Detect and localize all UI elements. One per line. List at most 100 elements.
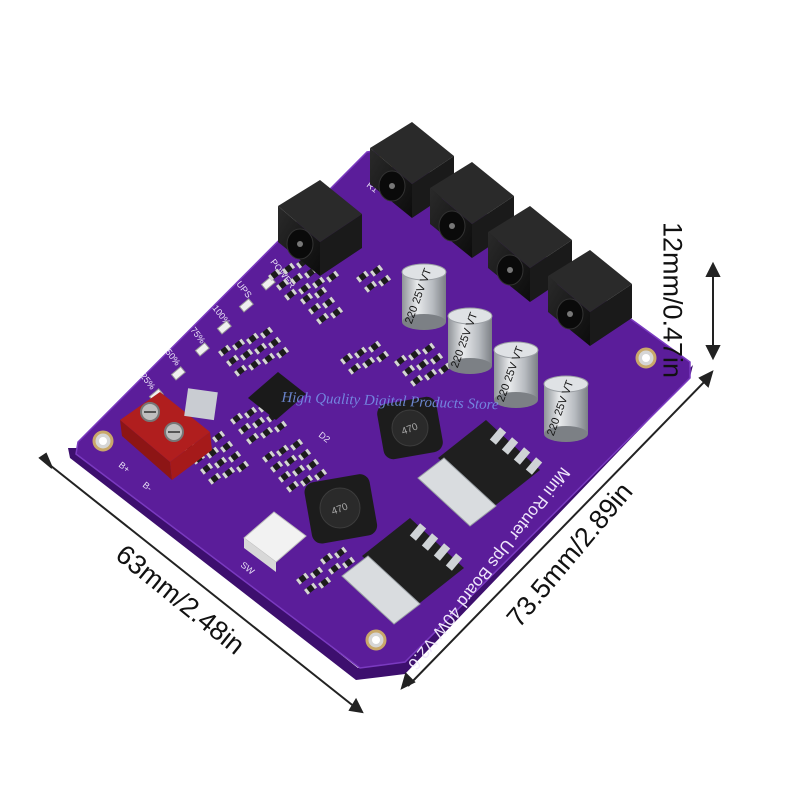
smd-part — [276, 444, 290, 457]
smd-part — [327, 562, 342, 575]
smd-part — [268, 268, 282, 281]
smd-part — [284, 288, 298, 301]
smd-part — [251, 416, 266, 429]
smd-part — [254, 342, 268, 355]
smd-part — [291, 464, 306, 477]
smd-part — [260, 326, 274, 339]
smd-part — [285, 480, 300, 493]
capacitor-1: 220 25V VT — [401, 263, 447, 330]
smd-part — [260, 426, 274, 439]
smd-part — [276, 346, 290, 359]
smd-part — [270, 460, 284, 473]
smd-part — [299, 292, 314, 305]
smd-part — [235, 460, 250, 473]
dc-jack-1 — [278, 180, 362, 276]
smd-part — [246, 432, 260, 445]
smd-part — [407, 348, 422, 361]
smd-part — [226, 354, 240, 367]
smd-part — [423, 368, 438, 381]
capacitor-4: 220 25V VT — [543, 375, 589, 442]
smd-part — [244, 406, 258, 419]
smd-part — [340, 352, 354, 365]
smd-part — [267, 336, 282, 349]
smd-part — [299, 474, 314, 487]
smd-part — [290, 272, 304, 285]
smd-part — [402, 364, 416, 377]
height-dimension-label: 12mm/0.47in — [657, 221, 688, 379]
smd-part — [368, 340, 382, 353]
smd-part — [229, 412, 244, 425]
led-4 — [170, 366, 186, 381]
smd-part — [282, 262, 296, 275]
smd-part — [333, 546, 348, 559]
dc-jack-4 — [488, 206, 572, 302]
smd-part — [307, 302, 322, 315]
smd-part — [261, 352, 276, 365]
smd-part — [217, 344, 232, 357]
battery-terminal-block — [120, 392, 212, 480]
smd-part — [200, 462, 214, 475]
smd-part — [322, 296, 336, 309]
smd-part — [205, 446, 220, 459]
smd-part — [317, 576, 332, 589]
smd-part — [362, 356, 376, 369]
smd-part — [370, 264, 384, 277]
smd-part — [283, 454, 298, 467]
smd-part — [310, 566, 324, 579]
smd-part — [231, 338, 246, 351]
smd-part — [316, 312, 330, 325]
smd-part — [429, 352, 444, 365]
dimension-arrows — [38, 261, 721, 714]
smd-part — [393, 354, 408, 367]
inductor-1: 470 — [377, 396, 443, 460]
sw-connector — [243, 511, 307, 572]
smd-part — [297, 448, 312, 461]
smd-part — [213, 456, 228, 469]
smd-part — [314, 286, 328, 299]
smd-part — [355, 270, 370, 283]
smd-part — [329, 306, 344, 319]
smd-part — [303, 582, 318, 595]
smd-part — [296, 572, 310, 585]
smd-part — [306, 458, 320, 471]
capacitor-3: 220 25V VT — [493, 341, 539, 408]
smd-part — [248, 358, 262, 371]
smd-part — [221, 466, 236, 479]
smd-part — [233, 364, 248, 377]
dc-jacks — [278, 122, 632, 346]
smd-part — [219, 440, 234, 453]
smd-part — [290, 438, 304, 451]
led-2 — [216, 320, 232, 335]
smd-part — [207, 472, 222, 485]
smd-part — [326, 270, 340, 283]
smd-part — [245, 332, 260, 345]
smd-part — [415, 358, 430, 371]
dc-jack-3 — [430, 162, 514, 258]
led-3 — [194, 342, 210, 357]
smd-part — [275, 278, 290, 291]
smd-part — [297, 282, 312, 295]
mosfet-1 — [417, 420, 543, 527]
smd-part — [353, 346, 368, 359]
smd-part — [342, 556, 356, 569]
smd-part — [409, 374, 424, 387]
smd-part — [375, 350, 390, 363]
smd-part — [312, 276, 326, 289]
smd-part — [274, 420, 288, 433]
mosfet-2 — [341, 518, 464, 625]
smd-part — [278, 470, 292, 483]
smd-part — [228, 450, 242, 463]
smd-part — [313, 468, 328, 481]
smd-part — [319, 552, 334, 565]
dc-jack-5 — [548, 250, 632, 346]
smd-part — [364, 280, 378, 293]
smd-part — [261, 450, 276, 463]
led-1 — [238, 298, 254, 313]
capacitor-2: 220 25V VT — [447, 307, 493, 374]
smd-part — [238, 422, 252, 435]
smd-part — [239, 348, 254, 361]
smd-part — [212, 430, 226, 443]
